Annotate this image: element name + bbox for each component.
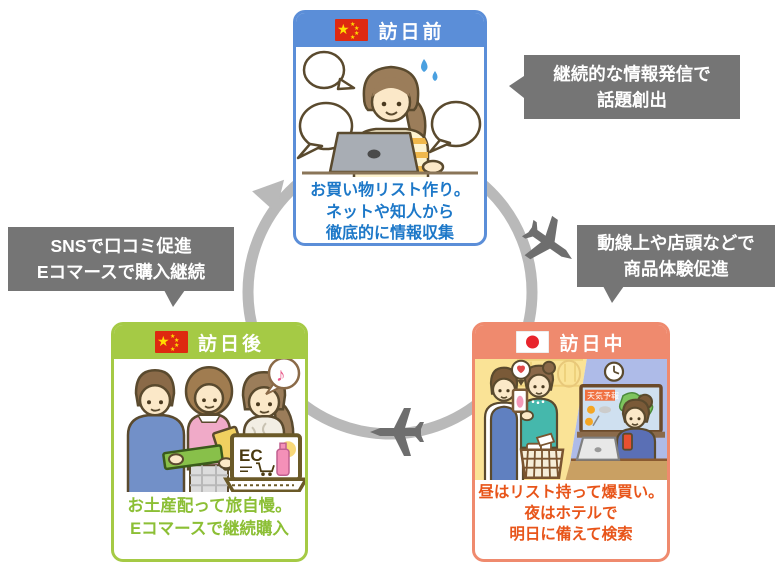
stage-before-label: 訪日前 xyxy=(378,21,445,43)
tourist-at-hotel xyxy=(615,393,657,463)
callout-line: SNSで口コミ促進 xyxy=(50,235,192,256)
svg-text:★: ★ xyxy=(174,342,179,349)
callout-information-dissemination: 継続的な情報発信で 話題創出 xyxy=(509,55,740,119)
drink-can xyxy=(622,432,633,451)
caption-line: 明日に備えて検索 xyxy=(509,526,633,544)
stage-before-visit: ★ ★ ★ ★ ★ 訪日前 xyxy=(293,10,487,246)
svg-text:★: ★ xyxy=(350,21,355,28)
china-flag-icon: ★ ★ ★ ★ ★ xyxy=(154,331,188,353)
stage-during-label: 訪日中 xyxy=(559,333,626,355)
callout-product-experience: 動線上や店頭などで 商品体験促進 xyxy=(577,225,775,303)
svg-text:★: ★ xyxy=(174,337,179,344)
illustration-shopping-and-hotel: 天気予報 xyxy=(475,359,667,481)
airplane-arrival-icon xyxy=(521,215,572,260)
tv-weather-forecast: 天気予報 xyxy=(577,383,665,438)
hand xyxy=(421,159,445,175)
svg-text:★: ★ xyxy=(170,346,175,353)
svg-text:★: ★ xyxy=(337,21,350,37)
hotel-laptop xyxy=(575,436,621,461)
heart-icon xyxy=(517,365,525,374)
music-note-bubble: ♪ xyxy=(265,359,301,396)
callout-tail-left xyxy=(509,76,524,98)
laptop xyxy=(328,131,420,174)
stage-during-header: 訪日中 xyxy=(475,325,667,360)
airplane-departure-icon xyxy=(370,408,424,456)
hotel-desk xyxy=(565,459,667,481)
music-note-icon: ♪ xyxy=(276,365,286,386)
stage-before-caption: お買い物リスト作り。 ネットや知人から 徹底的に情報収集 xyxy=(296,177,484,243)
store-clerk xyxy=(483,366,525,481)
stage-after-header: ★ ★ ★ ★ ★ 訪日後 xyxy=(114,325,305,360)
svg-text:★: ★ xyxy=(354,25,359,32)
illustration-sharing-souvenirs: ♪ EC xyxy=(114,359,305,493)
callout-line: 継続的な情報発信で xyxy=(553,63,711,84)
china-flag-icon: ★ ★ ★ ★ ★ xyxy=(335,19,369,41)
svg-text:★: ★ xyxy=(157,333,170,349)
callout-tail-down xyxy=(603,286,624,303)
caption-line: お買い物リスト作り。 xyxy=(310,182,470,199)
stage-during-visit: 訪日中 xyxy=(472,322,670,562)
sweat-drop-icon xyxy=(432,71,438,81)
caption-line: ネットや知人から xyxy=(325,203,454,221)
shopping-cart-icon xyxy=(256,462,275,473)
ec-label: EC xyxy=(239,446,263,465)
cycle-arrowhead-icon xyxy=(252,179,285,213)
heart-bubble xyxy=(511,359,531,386)
japan-flag-icon xyxy=(516,331,550,353)
cosmetic-bottle xyxy=(276,448,290,476)
tv-label: 天気予報 xyxy=(587,391,619,401)
callout-line: Eコマースで購入継続 xyxy=(36,262,206,282)
callout-tail-down xyxy=(164,290,185,307)
stage-during-caption: 昼はリスト持って爆買い。 夜はホテルで 明日に備えて検索 xyxy=(475,480,667,559)
caption-line: Eコマースで継続購入 xyxy=(130,519,289,538)
illustration-research-at-laptop xyxy=(296,47,484,177)
stage-after-label: 訪日後 xyxy=(197,333,264,355)
stage-after-visit: ★ ★ ★ ★ ★ 訪日後 xyxy=(111,322,308,562)
shopping-basket xyxy=(519,432,565,479)
caption-line: 昼はリスト持って爆買い。 xyxy=(478,484,664,502)
callout-line: 動線上や店頭などで xyxy=(597,232,755,253)
stage-after-caption: お土産配って旅自慢。 Eコマースで継続購入 xyxy=(114,492,305,559)
caption-line: お土産配って旅自慢。 xyxy=(127,497,292,516)
stage-before-header: ★ ★ ★ ★ ★ 訪日前 xyxy=(296,13,484,48)
callout-line: 話題創出 xyxy=(597,90,667,110)
caption-line: 夜はホテルで xyxy=(524,505,618,523)
ec-laptop: EC xyxy=(222,433,305,493)
sweat-drop-icon xyxy=(421,59,428,72)
callout-line: 商品体験促進 xyxy=(623,259,729,279)
svg-text:★: ★ xyxy=(350,34,355,41)
wall-clock xyxy=(603,361,625,382)
caption-line: 徹底的に情報収集 xyxy=(325,225,454,243)
svg-text:★: ★ xyxy=(354,30,359,37)
man-receiving-gift xyxy=(126,368,186,493)
svg-text:★: ★ xyxy=(170,333,175,340)
callout-sns-word-of-mouth: SNSで口コミ促進 Eコマースで購入継続 xyxy=(8,227,234,307)
